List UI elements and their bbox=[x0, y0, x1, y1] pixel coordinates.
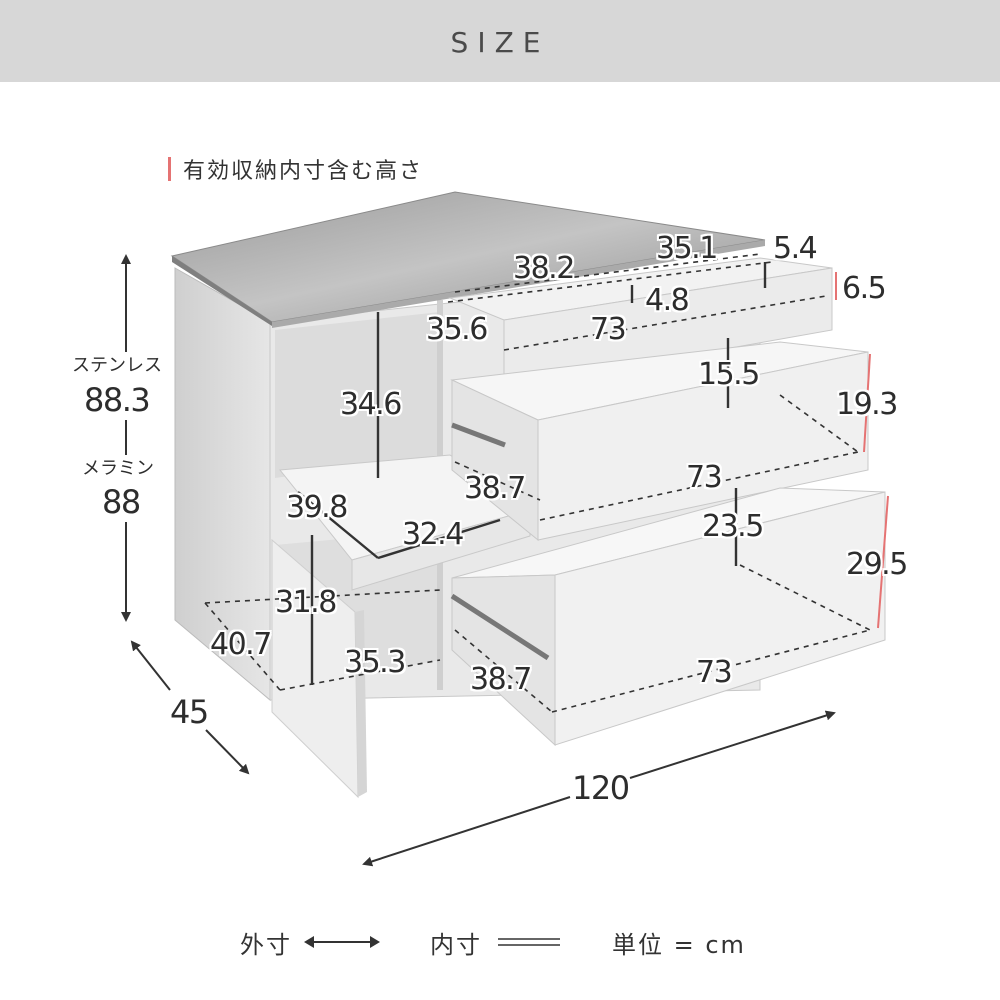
mid-drawer-depth-value: 38.7 bbox=[464, 471, 526, 506]
top-drawer-outer-height-value: 6.5 bbox=[842, 271, 887, 306]
drawer-slides bbox=[450, 422, 550, 661]
width-outer-value: 120 bbox=[572, 769, 630, 807]
melamine-label: メラミン bbox=[82, 458, 154, 479]
melamine-height-value: 88 bbox=[102, 483, 141, 521]
legend-outer: 外寸 bbox=[240, 925, 382, 959]
depth-outer-value: 45 bbox=[170, 693, 209, 731]
double-line-icon bbox=[498, 938, 560, 946]
outer-dimension-arrows bbox=[121, 254, 836, 867]
middle-drawer bbox=[450, 341, 869, 542]
cabinet-height-value: 31.8 bbox=[275, 585, 337, 620]
low-drawer-length-value: 73 bbox=[696, 655, 733, 690]
header-bar: SIZE bbox=[0, 0, 1000, 82]
cabinet-width-value: 35.3 bbox=[344, 645, 406, 680]
mid-drawer-length-value: 73 bbox=[686, 460, 723, 495]
bottom-drawer bbox=[451, 487, 886, 747]
inner-measure-lines bbox=[297, 262, 767, 685]
legend-outer-label: 外寸 bbox=[240, 930, 292, 959]
legend-unit: 単位 = cm bbox=[612, 925, 746, 959]
legend-unit-label: 単位 = cm bbox=[612, 930, 746, 959]
top-drawer-depth-value: 35.6 bbox=[426, 312, 488, 347]
inner-dimension-lines bbox=[204, 253, 871, 713]
legend-inner: 内寸 bbox=[430, 925, 562, 959]
low-drawer-depth-value: 38.7 bbox=[470, 662, 532, 697]
top-drawer-gap-value: 4.8 bbox=[645, 283, 690, 318]
slide-shelf-width-value: 32.4 bbox=[402, 517, 464, 552]
top-drawer-inner-width-value: 35.1 bbox=[656, 231, 718, 266]
page-title: SIZE bbox=[450, 26, 550, 59]
double-arrow-icon bbox=[304, 936, 380, 948]
top-drawer bbox=[448, 257, 833, 389]
slide-shelf-depth-value: 39.8 bbox=[286, 490, 348, 525]
top-drawer-length-value: 73 bbox=[590, 312, 627, 347]
inner-size-note: 有効収納内寸含む高さ bbox=[168, 153, 423, 185]
low-drawer-outer-height-value: 29.5 bbox=[846, 547, 908, 582]
open-shelf-height-value: 34.6 bbox=[340, 387, 402, 422]
mid-drawer-outer-height-value: 19.3 bbox=[836, 387, 898, 422]
low-drawer-inner-height-value: 23.5 bbox=[702, 509, 764, 544]
cabinet-depth-value: 40.7 bbox=[210, 627, 272, 662]
mid-drawer-inner-height-value: 15.5 bbox=[698, 357, 760, 392]
top-drawer-height-value: 5.4 bbox=[773, 231, 818, 266]
note-text: 有効収納内寸含む高さ bbox=[183, 159, 424, 184]
red-height-markers bbox=[835, 272, 889, 629]
top-drawer-width-value: 38.2 bbox=[513, 251, 575, 286]
legend-inner-label: 内寸 bbox=[430, 930, 482, 959]
stainless-height-value: 88.3 bbox=[84, 381, 151, 419]
note-accent-bar bbox=[168, 157, 171, 181]
stainless-label: ステンレス bbox=[72, 355, 162, 376]
cabinet-door bbox=[271, 538, 367, 799]
